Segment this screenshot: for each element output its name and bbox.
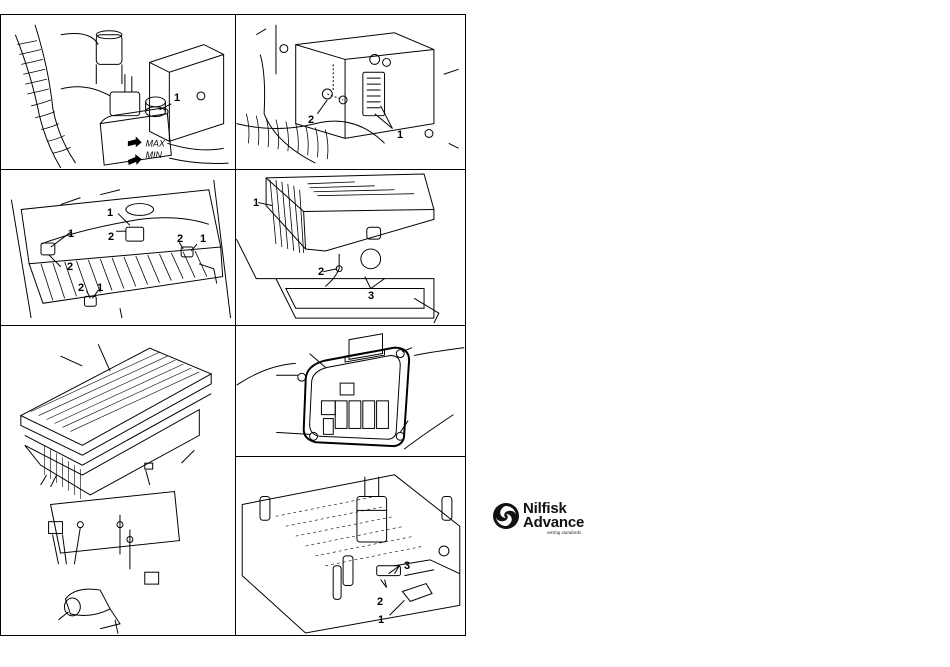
logo-text-line2: Advance <box>523 515 584 530</box>
callout: 2 <box>67 262 73 273</box>
callout: 1 <box>97 283 103 294</box>
figure-control-panel <box>235 325 466 457</box>
fuse-box-illustration <box>236 15 465 169</box>
callout: 1 <box>397 130 403 141</box>
min-label: MIN <box>146 150 163 160</box>
callout: 1 <box>68 229 74 240</box>
callout: 2 <box>308 115 314 126</box>
reservoir-illustration: MAX MIN <box>1 15 235 169</box>
callout: 1 <box>107 208 113 219</box>
figure-connectors: 3 2 1 <box>235 456 466 636</box>
logo-emblem-icon <box>492 502 520 530</box>
battery-tray-illustration <box>1 170 235 325</box>
callout: 3 <box>368 291 374 302</box>
max-label: MAX <box>146 138 166 148</box>
callout: 1 <box>253 198 259 209</box>
callout: 2 <box>377 597 383 608</box>
company-logo: Nilfisk Advance setting standards <box>492 501 602 541</box>
connectors-illustration <box>236 457 465 635</box>
battery-removal-illustration <box>236 170 465 325</box>
callout: 1 <box>378 615 384 626</box>
figure-battery-removal: 1 2 3 <box>235 169 466 326</box>
figure-battery-exploded <box>0 325 236 636</box>
logo-tagline: setting standards <box>547 531 581 536</box>
callout: 2 <box>318 267 324 278</box>
callout: 1 <box>200 234 206 245</box>
callout: 3 <box>404 561 410 572</box>
callout: 2 <box>108 232 114 243</box>
figure-battery-tray: 1 2 1 2 2 1 2 1 <box>0 169 236 326</box>
callout: 1 <box>174 93 180 104</box>
figure-reservoir-level: MAX MIN 1 <box>0 14 236 170</box>
battery-exploded-illustration <box>1 326 235 635</box>
control-panel-illustration <box>236 326 465 456</box>
callout: 2 <box>177 234 183 245</box>
callout: 2 <box>78 283 84 294</box>
figure-fuse-box: 2 1 <box>235 14 466 170</box>
